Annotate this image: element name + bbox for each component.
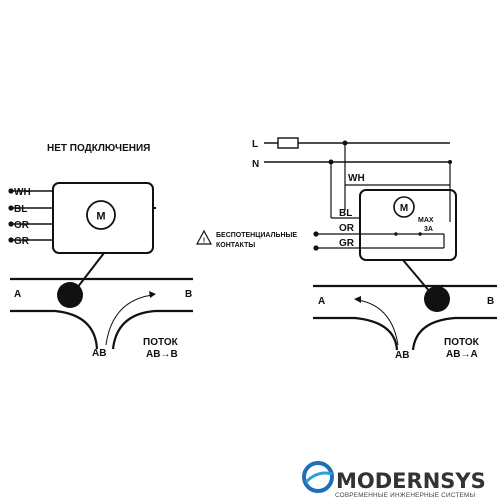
right-line-l-label: L (252, 139, 258, 150)
warning-exclamation: ! (203, 238, 205, 245)
left-diagram: НЕТ ПОДКЛЮЧЕНИЯ M WH BL OR GR A B AB ПОТ… (8, 143, 193, 360)
brand-logo-mark-icon (302, 461, 334, 493)
left-port-a: A (14, 289, 21, 300)
left-actuator-link (76, 252, 105, 289)
right-port-ab: AB (395, 350, 409, 361)
right-terminal-gr (313, 245, 319, 251)
brand-logo-swoosh-icon (304, 471, 333, 484)
left-terminal-gr (8, 237, 14, 243)
left-terminal-or (8, 221, 14, 227)
right-device-box (359, 189, 457, 261)
left-flow-value: AB→B (146, 349, 178, 360)
warning-triangle-icon (195, 229, 213, 245)
right-max-label: MAX (418, 217, 434, 224)
right-motor-label: M (400, 203, 408, 214)
right-wire-bl-label: BL (339, 208, 352, 219)
right-pipe-curve-right (411, 316, 497, 351)
right-contact-dot-1 (394, 232, 398, 236)
right-flow-arrowhead (354, 296, 361, 303)
right-diagram: L N WH BL M MAX 3A OR GR (195, 137, 497, 361)
left-motor-label: M (96, 211, 105, 223)
brand-tagline: СОВРЕМЕННЫЕ ИНЖЕНЕРНЫЕ СИСТЕМЫ (335, 492, 475, 499)
left-port-ab: AB (92, 348, 106, 359)
left-motor-circle (86, 200, 116, 230)
right-actuator-link (402, 259, 431, 293)
left-terminal-wh (8, 188, 14, 194)
left-pipe-curve-left (10, 309, 99, 350)
right-valve-ball (424, 286, 450, 312)
left-port-b: B (185, 289, 192, 300)
left-title: НЕТ ПОДКЛЮЧЕНИЯ (47, 143, 150, 154)
left-wire-label-bl: BL (14, 204, 27, 215)
right-wire-wh-label: WH (348, 173, 365, 184)
brand-logo: MODERNSYS СОВРЕМЕННЫЕ ИНЖЕНЕРНЫЕ СИСТЕМЫ (302, 461, 486, 499)
left-terminal-bl (8, 205, 14, 211)
left-valve-ball (57, 282, 83, 308)
left-pipe-curve-right (111, 309, 193, 350)
right-line-n-label: N (252, 159, 259, 170)
left-wire-label-gr: GR (14, 236, 30, 247)
right-wire-or-label: OR (339, 223, 355, 234)
right-flow-value: AB→A (446, 349, 478, 360)
right-max-value: 3A (424, 226, 433, 233)
right-motor-circle (393, 196, 415, 218)
left-flow-arrowhead (149, 291, 156, 298)
right-pipe-curve-left (313, 316, 399, 351)
brand-name: MODERNSYS (336, 469, 486, 493)
right-port-a: A (318, 296, 325, 307)
right-wire-gr-label: GR (339, 238, 355, 249)
right-flow-title: ПОТОК (444, 337, 480, 348)
right-warning-line1: БЕСПОТЕНЦИАЛЬНЫЕ (216, 232, 297, 239)
right-fuse (277, 137, 299, 149)
right-terminal-or (313, 231, 319, 237)
left-wire-label-or: OR (14, 220, 30, 231)
left-flow-title: ПОТОК (143, 337, 179, 348)
left-wire-label-wh: WH (14, 187, 31, 198)
right-port-b: B (487, 296, 494, 307)
left-flow-arrow (105, 294, 153, 346)
right-flow-arrow (357, 299, 399, 346)
right-warning-line2: КОНТАКТЫ (216, 242, 255, 249)
